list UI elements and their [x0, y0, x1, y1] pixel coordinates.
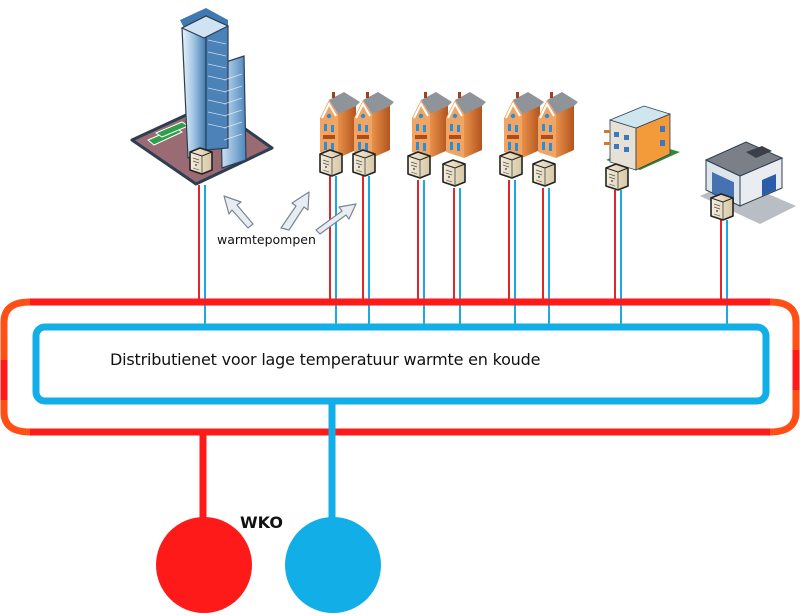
- apartment-building: [604, 105, 680, 171]
- heat-pump-icon: [710, 193, 734, 221]
- warm-distribution-loop: [0, 298, 800, 436]
- commercial-building: [700, 141, 796, 224]
- heat-pump-icon: [189, 147, 213, 175]
- heat-pump-icon: [532, 159, 556, 187]
- warm-well: [156, 517, 252, 613]
- cold-well: [285, 517, 381, 613]
- wko-label: WKO: [240, 513, 283, 532]
- row-houses-group-1: [319, 91, 395, 159]
- arrow-icon: [223, 195, 254, 229]
- row-houses-group-2: [411, 91, 487, 159]
- heat-pump-icon: [499, 151, 523, 179]
- heat-pumps-label: warmtepompen: [217, 232, 316, 247]
- heat-pump-icon: [352, 149, 376, 177]
- cold-distribution-loop: [32, 323, 770, 405]
- heat-pump-icon: [407, 151, 431, 179]
- row-houses-group-3: [503, 91, 579, 159]
- arrow-icon: [315, 203, 357, 235]
- heat-pump-icon: [319, 149, 343, 177]
- distribution-network-label: Distributienet voor lage temperatuur war…: [110, 350, 541, 369]
- warm-branch-pipes: [198, 176, 722, 305]
- pointer-arrows: [223, 191, 357, 235]
- arrow-icon: [280, 191, 310, 231]
- heat-pump-icon: [442, 159, 466, 187]
- heat-pump-icon: [605, 163, 629, 191]
- office-tower-building: [130, 8, 274, 186]
